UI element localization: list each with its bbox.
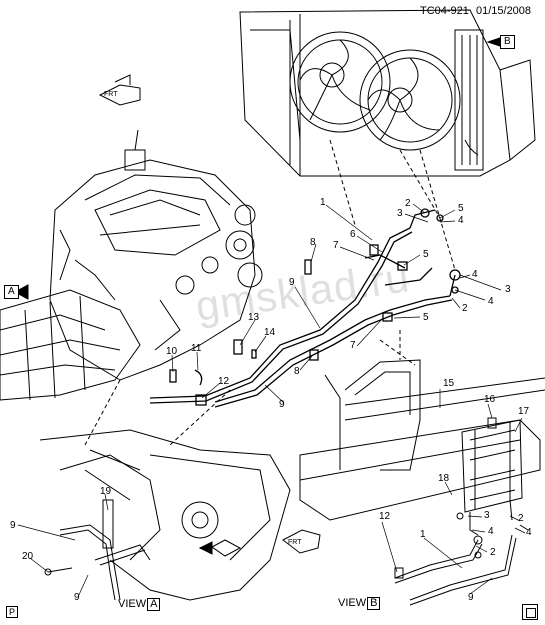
callout-11: 11: [191, 343, 202, 354]
callout-9: 9: [10, 520, 16, 531]
callout-4: 4: [526, 527, 532, 538]
view-a-letter: A: [147, 598, 161, 611]
callout-17: 17: [518, 406, 530, 417]
callout-5: 5: [423, 249, 429, 260]
diagram-date: 01/15/2008: [475, 5, 532, 17]
diagram-code: TC04-921: [420, 5, 469, 17]
callout-4: 4: [458, 215, 464, 226]
callout-3: 3: [484, 510, 490, 521]
callout-1: 1: [320, 197, 326, 208]
corner-icon: [522, 604, 538, 620]
callout-7: 7: [333, 240, 339, 251]
callout-5: 5: [458, 203, 464, 214]
cooler-lines-drawing: [149, 208, 461, 408]
callout-7: 7: [350, 340, 356, 351]
callout-12: 12: [218, 376, 230, 387]
fan-assembly-drawing: [239, 9, 536, 177]
callout-2: 2: [462, 303, 468, 314]
front-arrows: [98, 74, 321, 557]
callout-10: 10: [166, 346, 178, 357]
callout-2: 2: [405, 198, 411, 209]
callout-3: 3: [397, 208, 403, 219]
callout-6: 6: [350, 229, 356, 240]
callout-13: 13: [248, 312, 260, 323]
callout-9: 9: [468, 592, 474, 603]
callout-19: 19: [100, 486, 112, 497]
callout-1: 1: [420, 529, 426, 540]
callout-4: 4: [488, 296, 494, 307]
callout-9: 9: [279, 399, 285, 410]
view-b-letter: B: [367, 597, 381, 610]
callout-8: 8: [294, 366, 300, 377]
callout-4: 4: [472, 269, 478, 280]
diagram-header: TC04-921 01/15/2008: [420, 5, 531, 17]
front-arrow-label: FRT: [288, 539, 302, 546]
callout-9: 9: [289, 277, 295, 288]
view-a-badge: A: [4, 285, 19, 299]
callout-12: 12: [379, 511, 391, 522]
callout-3: 3: [505, 284, 511, 295]
frame-cooler-drawing: [299, 359, 545, 606]
view-a-drawing: [39, 429, 291, 601]
callout-20: 20: [22, 551, 34, 562]
callout-2: 2: [518, 513, 524, 524]
callout-16: 16: [484, 394, 496, 405]
leader-lines: [17, 203, 526, 598]
callout-8: 8: [310, 237, 316, 248]
view-arrows: [13, 37, 501, 555]
view-b-badge: B: [500, 35, 515, 49]
callout-2: 2: [490, 547, 496, 558]
corner-mark: P: [6, 606, 19, 618]
callout-15: 15: [443, 378, 455, 389]
front-arrow-label: FRT: [104, 91, 118, 98]
view-b-word: VIEW: [338, 597, 367, 609]
callout-9: 9: [74, 592, 80, 603]
callout-4: 4: [488, 526, 494, 537]
view-a-word: VIEW: [118, 598, 147, 610]
callout-14: 14: [264, 327, 276, 338]
engine-drawing: [0, 129, 263, 401]
callout-18: 18: [438, 473, 450, 484]
callout-5: 5: [423, 312, 429, 323]
